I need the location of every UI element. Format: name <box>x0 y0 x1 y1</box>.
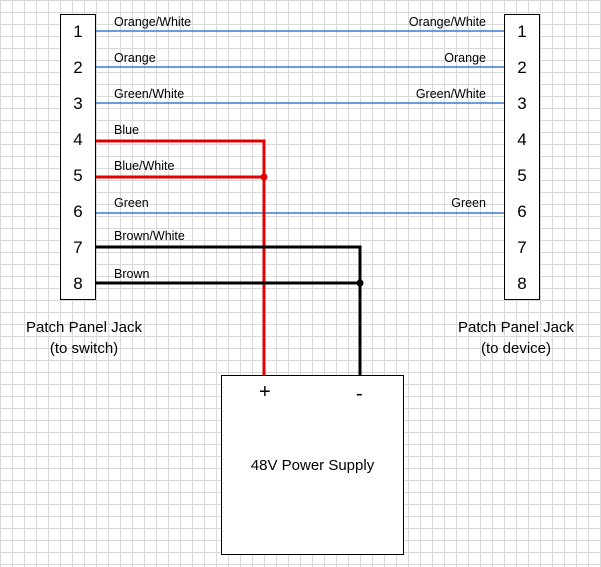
left-jack-caption: Patch Panel Jack (to switch) <box>0 317 174 359</box>
right-pin-7: 7 <box>517 238 527 257</box>
wire-label-brown-left: Brown <box>114 267 150 281</box>
right-pin-3: 3 <box>517 94 527 113</box>
left-pin-7: 7 <box>73 238 83 257</box>
wire-label-green-right: Green <box>451 196 486 210</box>
left-pin-8: 8 <box>73 274 83 293</box>
psu-negative-terminal: - <box>356 383 363 405</box>
right-jack-caption-subtitle: (to device) <box>480 340 552 357</box>
wire-label-blue-left: Blue <box>114 123 140 137</box>
right-jack-caption-title: Patch Panel Jack <box>458 319 574 336</box>
power-supply-box: + - 48V Power Supply <box>221 375 404 555</box>
right-pin-5: 5 <box>517 166 527 185</box>
right-pin-1: 1 <box>517 22 527 41</box>
left-pin-5: 5 <box>73 166 83 185</box>
left-pin-2: 2 <box>73 58 83 77</box>
wire-label-orange-white-left: Orange/White <box>114 15 192 29</box>
left-patch-panel-jack: 1 2 3 4 5 6 7 8 <box>60 14 96 300</box>
junction-negative <box>356 279 364 287</box>
right-pin-6: 6 <box>517 202 527 221</box>
left-pin-4: 4 <box>73 130 83 149</box>
left-jack-caption-title: Patch Panel Jack <box>26 319 142 336</box>
psu-title: 48V Power Supply <box>250 457 375 474</box>
left-pin-3: 3 <box>73 94 83 113</box>
junction-positive <box>260 173 268 181</box>
right-jack-caption: Patch Panel Jack (to device) <box>426 317 601 359</box>
wire-label-blue-white-left: Blue/White <box>114 159 175 173</box>
wire-label-green-left: Green <box>114 196 149 210</box>
left-pin-1: 1 <box>73 22 83 41</box>
wire-label-orange-right: Orange <box>444 51 486 65</box>
wire-pin7-negative <box>96 245 362 375</box>
wire-label-green-white-left: Green/White <box>114 87 185 101</box>
right-pin-8: 8 <box>517 274 527 293</box>
wire-pin4-positive <box>96 139 266 375</box>
right-pin-4: 4 <box>517 130 527 149</box>
wire-label-orange-white-right: Orange/White <box>408 15 486 29</box>
left-pin-6: 6 <box>73 202 83 221</box>
left-jack-caption-subtitle: (to switch) <box>49 340 119 357</box>
psu-positive-terminal: + <box>259 381 271 403</box>
right-patch-panel-jack: 1 2 3 4 5 6 7 8 <box>504 14 540 300</box>
right-pin-2: 2 <box>517 58 527 77</box>
wire-label-orange-left: Orange <box>114 51 156 65</box>
wire-label-brown-white-left: Brown/White <box>114 229 185 243</box>
wire-label-green-white-right: Green/White <box>415 87 486 101</box>
